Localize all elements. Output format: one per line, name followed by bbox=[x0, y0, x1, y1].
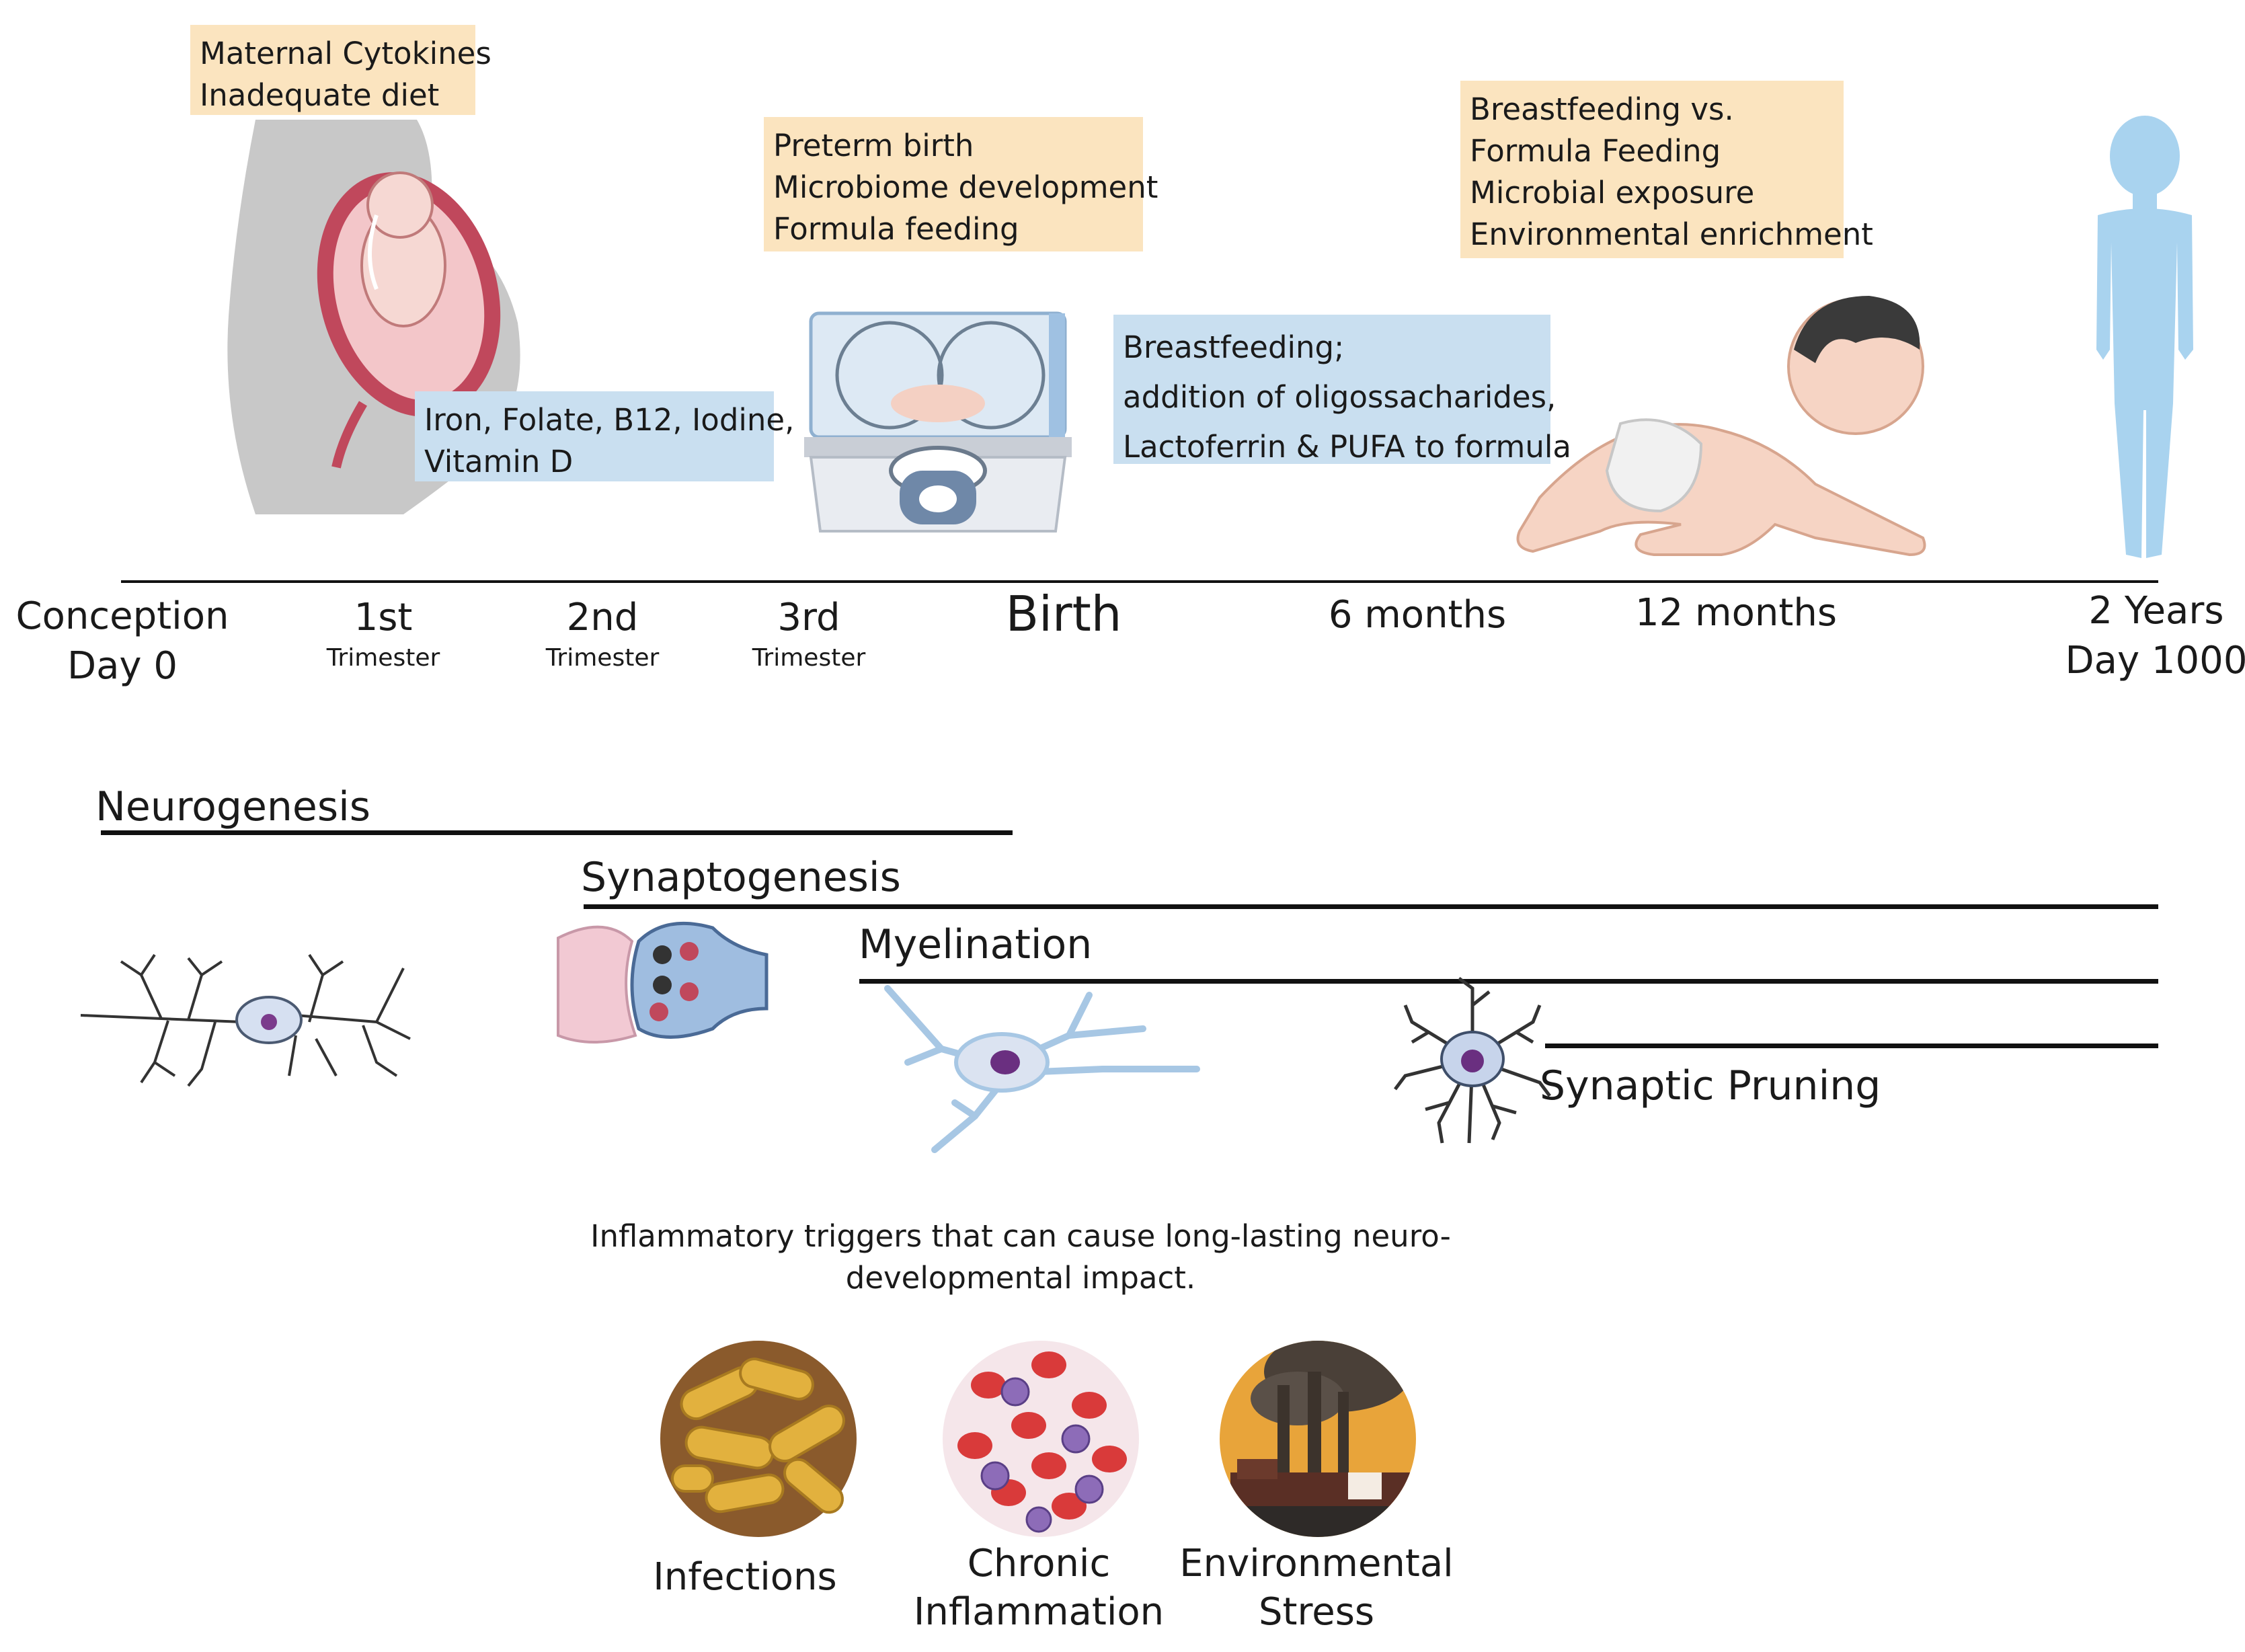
nutrients-note: Iron, Folate, B12, Iodine, Vitamin D bbox=[415, 391, 795, 481]
timeline-birth: Birth bbox=[1006, 584, 1122, 644]
tick-sublabel: Trimester bbox=[752, 644, 866, 672]
phase-neurogenesis-label: Neurogenesis bbox=[95, 783, 371, 830]
phase-synaptogenesis-bar bbox=[584, 904, 2158, 909]
note-line: Formula feeding bbox=[773, 211, 1019, 247]
caption-line: Inflammatory triggers that can cause lon… bbox=[590, 1218, 1451, 1254]
note-line: Iron, Folate, B12, Iodine, bbox=[424, 402, 795, 438]
timeline-trimester-1: 1st Trimester bbox=[327, 593, 440, 674]
trigger-environmental-stress: Environmental Stress bbox=[1179, 1540, 1453, 1637]
note-line: Microbiome development bbox=[773, 169, 1158, 205]
timeline-trimester-2: 2nd Trimester bbox=[546, 593, 660, 674]
tick-label: 6 months bbox=[1328, 593, 1507, 637]
trigger-label: Chronic bbox=[967, 1542, 1111, 1585]
oligodendrocyte-icon bbox=[884, 985, 1200, 1153]
trigger-chronic-inflammation: Chronic Inflammation bbox=[914, 1540, 1164, 1637]
trigger-label: Infections bbox=[653, 1555, 837, 1599]
trigger-label: Environmental bbox=[1179, 1542, 1454, 1585]
trigger-label: Stress bbox=[1258, 1590, 1375, 1634]
neuron-icon bbox=[80, 953, 411, 1087]
infant-factors-note: Breastfeeding vs. Formula Feeding Microb… bbox=[1460, 81, 1873, 258]
note-line: addition of oligossacharides, bbox=[1123, 379, 1557, 415]
microglia-icon bbox=[1394, 977, 1551, 1144]
tick-label: 1st bbox=[354, 596, 413, 639]
trigger-infections: Infections bbox=[653, 1553, 836, 1602]
timeline-conception: Conception Day 0 bbox=[16, 592, 229, 691]
tick-label: Birth bbox=[1005, 586, 1122, 642]
note-line: Lactoferrin & PUFA to formula bbox=[1123, 429, 1571, 465]
tick-label: Conception bbox=[15, 594, 229, 638]
tick-sublabel: Day 1000 bbox=[2065, 639, 2245, 682]
phase-neurogenesis-bar bbox=[101, 830, 1013, 835]
tick-sublabel: Trimester bbox=[326, 644, 440, 672]
note-line: Inadequate diet bbox=[200, 77, 440, 113]
maternal-factors-note: Maternal Cytokines Inadequate diet bbox=[190, 25, 491, 115]
timeline-12-months: 12 months bbox=[1635, 588, 1837, 638]
tick-sublabel: Day 0 bbox=[67, 644, 178, 688]
preterm-note: Preterm birth Microbiome development For… bbox=[764, 117, 1158, 251]
note-line: Maternal Cytokines bbox=[200, 36, 491, 71]
note-line: Formula Feeding bbox=[1470, 133, 1721, 169]
note-line: Vitamin D bbox=[424, 444, 574, 479]
phase-pruning-label: Synaptic Pruning bbox=[1540, 1062, 1881, 1109]
tick-label: 2nd bbox=[566, 596, 639, 639]
bacteria-icon bbox=[660, 1341, 857, 1537]
note-line: Breastfeeding; bbox=[1123, 329, 1345, 365]
trigger-label: Inflammation bbox=[913, 1590, 1165, 1634]
caption-line: developmental impact. bbox=[845, 1260, 1196, 1296]
blood-cells-icon bbox=[943, 1341, 1139, 1537]
triggers-caption: Inflammatory triggers that can cause lon… bbox=[590, 1216, 1451, 1299]
note-line: Preterm birth bbox=[773, 128, 974, 163]
child-silhouette-icon bbox=[2096, 116, 2193, 558]
note-line: Microbial exposure bbox=[1470, 175, 1755, 210]
crawling-baby-icon bbox=[1516, 296, 1926, 557]
synapse-icon bbox=[557, 921, 769, 1044]
note-line: Breastfeeding vs. bbox=[1470, 91, 1734, 127]
timeline-trimester-3: 3rd Trimester bbox=[752, 593, 866, 674]
tick-label: 3rd bbox=[777, 596, 840, 639]
phase-myelination-label: Myelination bbox=[859, 921, 1093, 968]
breastfeeding-note: Breastfeeding; addition of oligossachari… bbox=[1113, 315, 1571, 465]
tick-sublabel: Trimester bbox=[545, 644, 660, 672]
phase-pruning-bar bbox=[1545, 1044, 2158, 1048]
phase-myelination-bar bbox=[859, 979, 2158, 984]
note-line: Environmental enrichment bbox=[1470, 217, 1873, 252]
tick-label: 2 Years bbox=[2088, 589, 2224, 633]
timeline-axis bbox=[121, 580, 2158, 583]
timeline-6-months: 6 months bbox=[1329, 590, 1506, 640]
phase-synaptogenesis-label: Synaptogenesis bbox=[581, 854, 901, 901]
incubator-icon bbox=[804, 311, 1072, 533]
timeline-2-years: 2 Years Day 1000 bbox=[2065, 586, 2245, 686]
tick-label: 12 months bbox=[1635, 591, 1837, 635]
factory-pollution-icon bbox=[1220, 1341, 1416, 1537]
